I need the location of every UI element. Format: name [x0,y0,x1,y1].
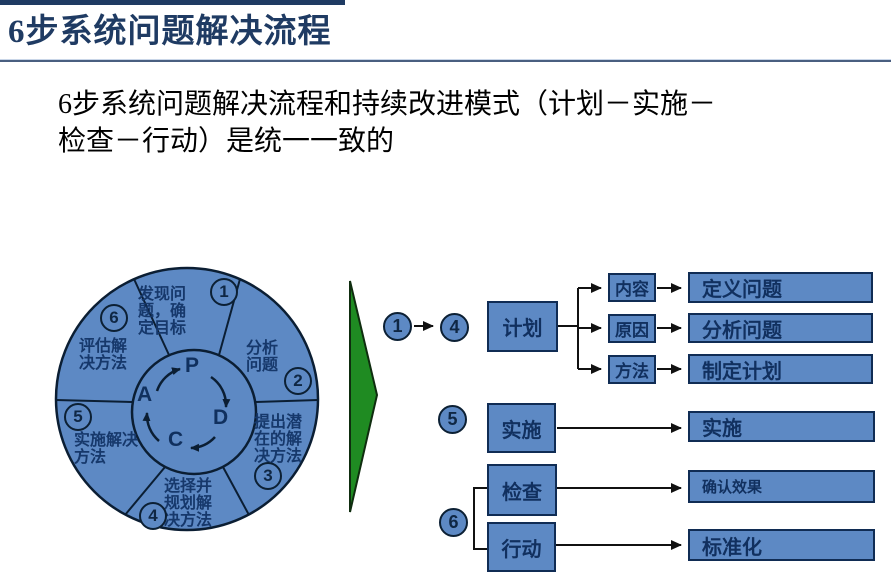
plan-box: 计划 [487,301,558,352]
do-box: 实施 [487,403,556,453]
pdca-letter-a: A [137,383,153,406]
wheel-number-3: 3 [254,462,282,490]
wheel-number-4: 4 [139,502,167,530]
wheel-spokes [55,278,319,516]
arc-p-to-d [210,375,231,408]
flow-step-circle-6: 6 [439,508,468,537]
flow-connectors [414,283,682,550]
wheel-segment-label-1: 发现问 题，确 定目标 [138,286,187,337]
transition-arrow [349,280,379,513]
arc-d-to-c [190,436,216,452]
wheel-number-1: 1 [210,278,238,306]
pdca-cycle-arrows [142,367,231,452]
pdca-wheel [54,266,320,532]
pdca-letter-c: C [168,428,184,451]
flow-step-circle-5: 5 [438,405,467,434]
slide-title: 6步系统问题解决流程 [8,14,332,50]
pdca-letter-p: P [185,354,200,377]
plan-fanout-line [557,288,579,369]
arc-c-to-a [142,412,160,442]
wheel-number-6: 6 [100,304,128,332]
content-box: 内容 [608,273,656,302]
standardize-box: 标准化 [688,529,875,561]
flow-step-circle-4: 4 [440,313,469,342]
wheel-number-2: 2 [284,367,312,395]
wheel-segment-label-6: 评估解 决方法 [79,338,128,372]
wheel-number-5: 5 [64,403,92,431]
implement-box: 实施 [688,411,875,442]
wheel-segment-label-3: 提出潜 在的解 决方法 [254,414,303,465]
step6-bracket [473,487,487,550]
method-box: 方法 [608,355,656,384]
define-problem-box: 定义问题 [688,272,873,303]
wheel-segment-label-2: 分析 问题 [246,340,279,374]
slide-subtitle: 6步系统问题解决流程和持续改进模式（计划－实施－ 检查－行动）是统一一致的 [58,89,717,157]
make-plan-box: 制定计划 [688,354,873,384]
confirm-effect-box: 确认效果 [688,470,875,503]
act-box: 行动 [487,522,556,572]
top-accent-bar [0,0,345,5]
wheel-segment-label-4: 选择并 规划解 决方法 [164,478,213,529]
cause-box: 原因 [608,314,656,343]
pdca-letter-d: D [213,406,229,429]
analyze-problem-box: 分析问题 [688,313,873,343]
flow-step-circle-1: 1 [383,312,412,341]
wheel-segment-label-5: 实施解决 方法 [74,432,139,466]
arc-a-to-p [155,367,181,392]
check-box: 检查 [487,464,557,516]
title-divider [0,59,891,62]
